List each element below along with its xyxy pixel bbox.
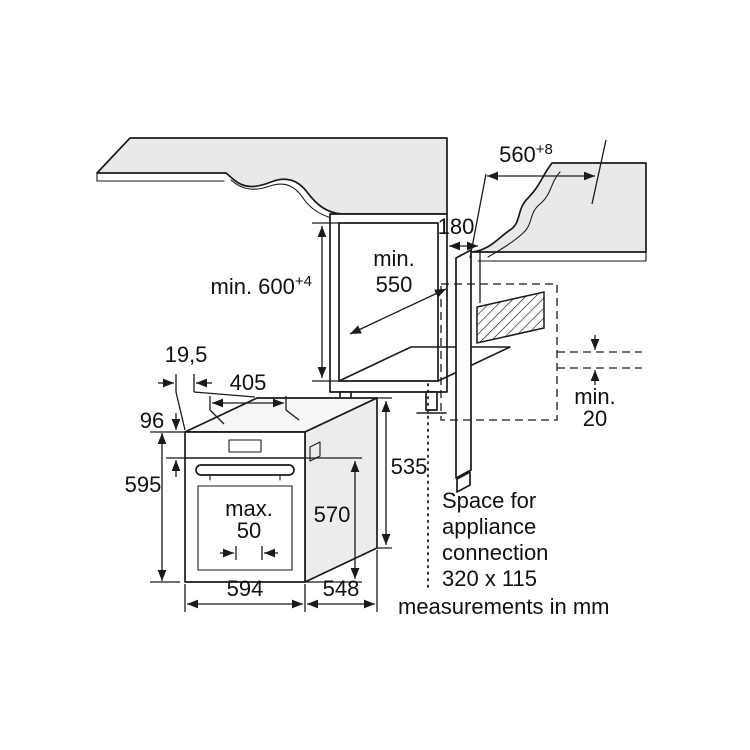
worktop-right bbox=[471, 162, 647, 262]
worktop-right-surface bbox=[471, 162, 647, 253]
dim-594-extensions bbox=[184, 584, 306, 612]
dim-label-50-prefix: max. bbox=[225, 496, 273, 521]
dim-label-50: 50 bbox=[237, 518, 261, 543]
dim-535-extensions bbox=[377, 397, 392, 549]
dim-rear-height: 535 bbox=[377, 397, 428, 549]
dim-label-550-prefix: min. bbox=[373, 246, 415, 271]
dim-niche-depth: min. 550 bbox=[349, 246, 447, 335]
oven-front-face bbox=[184, 431, 306, 583]
dim-570-extensions bbox=[305, 457, 362, 583]
dim-label-548: 548 bbox=[323, 576, 360, 601]
rear-gap-dashed-lines bbox=[557, 351, 642, 369]
side-panel bbox=[455, 249, 472, 493]
worktop-left-surface bbox=[96, 137, 448, 215]
worktop-left bbox=[96, 137, 448, 221]
oven-side-latch-detail bbox=[309, 441, 321, 462]
oven-display bbox=[228, 439, 262, 453]
dim-405-ticks bbox=[209, 396, 287, 410]
dim-label-19-5: 19,5 bbox=[165, 342, 208, 367]
note-connection-line3: connection bbox=[442, 540, 548, 565]
note-connection-line2: appliance bbox=[442, 514, 536, 539]
dim-door-height: 570 bbox=[305, 457, 362, 583]
note-connection-line4: 320 x 115 bbox=[442, 566, 537, 591]
dim-label-594: 594 bbox=[227, 576, 264, 601]
dim-label-180: 180 bbox=[438, 214, 475, 239]
worktop-right-front-edge bbox=[477, 251, 647, 262]
worktop-left-front-edge bbox=[96, 172, 225, 182]
dim-label-20-prefix: min. bbox=[574, 384, 616, 409]
dim-600-extensions bbox=[312, 222, 341, 382]
dim-label-550: 550 bbox=[376, 272, 413, 297]
dim-top-depth: 405 bbox=[209, 370, 300, 425]
dim-595-extensions bbox=[150, 431, 185, 583]
note-connection-line1: Space for bbox=[442, 488, 536, 513]
cabinet-leg-right bbox=[425, 391, 438, 411]
dim-panel-height: 96 bbox=[140, 408, 185, 477]
note-connection-space: Space for appliance connection 320 x 115 bbox=[442, 488, 548, 591]
connection-hatched-field bbox=[476, 291, 545, 344]
oven-door-handle bbox=[195, 464, 295, 476]
dim-protrusion: max. 50 bbox=[220, 496, 278, 560]
dim-oven-depth: 548 bbox=[307, 550, 378, 612]
oven-door-glass bbox=[197, 485, 293, 571]
dim-label-535: 535 bbox=[391, 454, 428, 479]
dim-label-570: 570 bbox=[314, 502, 351, 527]
dim-oven-height: 595 bbox=[125, 431, 185, 583]
dim-19-5-extensions bbox=[175, 391, 256, 431]
dim-label-20: 20 bbox=[583, 406, 607, 431]
dim-label-600: min. 600+4 bbox=[211, 273, 313, 299]
oven-handle-mounts bbox=[209, 474, 281, 481]
dim-405-extensions bbox=[209, 409, 300, 425]
side-panel-foot bbox=[456, 471, 471, 493]
dim-rear-gap: min. 20 bbox=[574, 335, 616, 431]
dim-label-96: 96 bbox=[140, 408, 164, 433]
side-panel-board bbox=[455, 249, 472, 479]
worktop-right-tear-inner bbox=[487, 171, 561, 258]
oven bbox=[184, 397, 378, 583]
dim-550-arrow bbox=[349, 288, 447, 335]
dim-label-560: 560+8 bbox=[499, 141, 553, 167]
dim-label-405: 405 bbox=[230, 370, 267, 395]
dim-label-595: 595 bbox=[125, 472, 162, 497]
dim-niche-height: min. 600+4 bbox=[211, 222, 341, 382]
note-units: measurements in mm bbox=[398, 594, 610, 619]
dim-connection-offset: 180 bbox=[438, 214, 481, 303]
dim-door-gap: 19,5 bbox=[158, 342, 256, 431]
dim-19-5-ticks bbox=[175, 374, 195, 392]
worktop-left-tear-inner bbox=[230, 179, 341, 221]
dim-oven-width: 594 bbox=[184, 576, 306, 612]
appliance-position-dashed-outline bbox=[440, 283, 558, 421]
dim-50-ticks bbox=[235, 546, 263, 560]
connection-area bbox=[427, 283, 642, 593]
